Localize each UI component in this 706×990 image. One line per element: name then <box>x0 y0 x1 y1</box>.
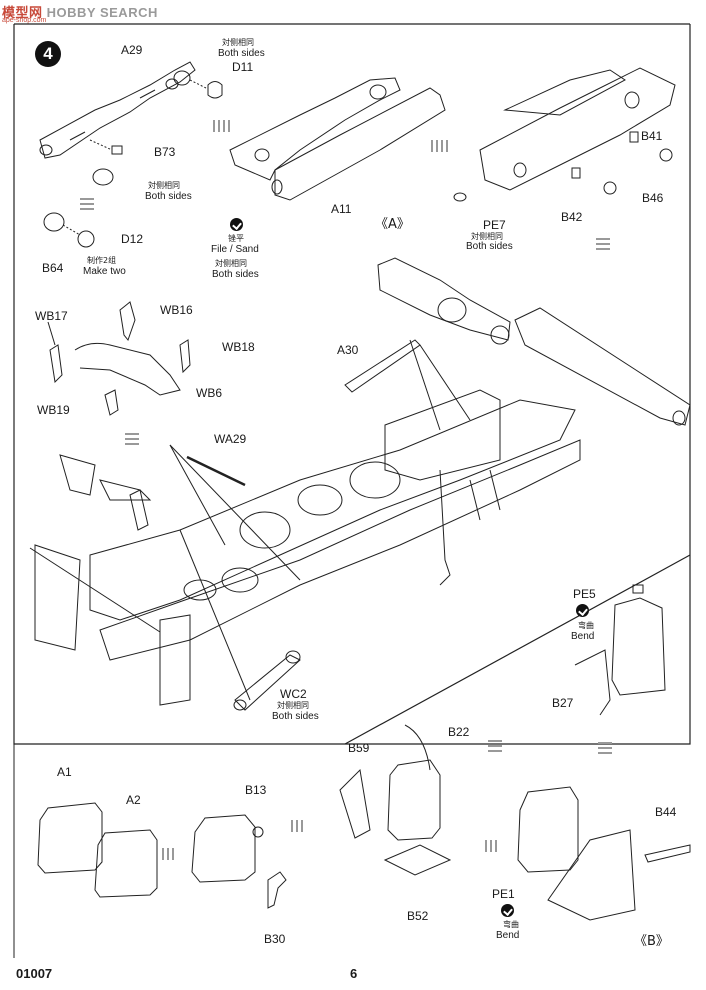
label-B22: B22 <box>448 725 470 739</box>
label-WB16: WB16 <box>160 303 193 317</box>
label-A29: A29 <box>121 43 143 57</box>
label-PE5: PE5 <box>573 587 596 601</box>
part-A29 <box>39 61 196 159</box>
part-A1-A2 <box>37 802 158 898</box>
part-A11 <box>229 77 446 201</box>
note-make-two-en: Make two <box>83 266 126 277</box>
note-both-sides-cn-a11: 対侧相同 <box>215 259 247 268</box>
part-B59-B22-B52 <box>339 724 452 876</box>
watermark-brand-en: HOBBY SEARCH <box>46 5 158 20</box>
note-both-sides-en-d11: Both sides <box>218 48 265 59</box>
note-make-two-cn: 制作2组 <box>87 256 117 265</box>
label-A11: A11 <box>331 202 352 216</box>
note-both-sides-en-pe7: Both sides <box>466 241 513 252</box>
note-bend-cn-pe1: 弯曲 <box>503 920 519 929</box>
part-D12 <box>77 230 95 248</box>
note-bend-en-pe5: Bend <box>571 631 595 642</box>
file-sand-icon <box>230 218 243 231</box>
label-WB19: WB19 <box>37 403 70 417</box>
note-both-sides-cn-d11: 対侧相同 <box>222 38 254 47</box>
part-B44 <box>517 786 691 921</box>
bend-icon-pe1 <box>501 904 514 917</box>
part-B73 <box>111 145 123 155</box>
label-PE7: PE7 <box>483 218 506 232</box>
label-D12: D12 <box>121 232 144 246</box>
label-B64: B64 <box>42 261 64 275</box>
part-B13-B30 <box>191 814 287 909</box>
label-B42: B42 <box>561 210 583 224</box>
label-B59: B59 <box>348 741 370 755</box>
label-B73: B73 <box>154 145 176 159</box>
part-chassis <box>29 389 581 711</box>
part-WB-assembly <box>47 301 191 416</box>
note-bend-cn-pe5: 弯曲 <box>578 621 594 630</box>
label-B13: B13 <box>245 783 267 797</box>
label-A2: A2 <box>126 793 141 807</box>
part-B64 <box>43 212 65 232</box>
label-D11: D11 <box>232 60 254 74</box>
note-both-sides-en-a11: Both sides <box>212 269 259 280</box>
note-both-sides-en-wc2: Both sides <box>272 711 319 722</box>
label-WB17: WB17 <box>35 309 68 323</box>
label-PE1: PE1 <box>492 887 515 901</box>
label-B52: B52 <box>407 909 429 923</box>
label-B46: B46 <box>642 191 664 205</box>
note-both-sides-cn-pe7: 対侧相同 <box>471 232 503 241</box>
note-bend-en-pe1: Bend <box>496 930 520 941</box>
label-A1: A1 <box>57 765 72 779</box>
label-WC2: WC2 <box>280 687 307 701</box>
part-WC2 <box>234 654 301 711</box>
label-WB18: WB18 <box>222 340 255 354</box>
watermark-brand-cn: 模型网 <box>2 5 43 20</box>
label-B44: B44 <box>655 805 677 819</box>
label-B30: B30 <box>264 932 286 946</box>
label-B41: B41 <box>641 129 663 143</box>
note-file-sand-en: File / Sand <box>211 244 259 255</box>
part-D11 <box>207 81 223 99</box>
footer-page-number: 6 <box>350 966 358 981</box>
label-B27: B27 <box>552 696 574 710</box>
label-WA29: WA29 <box>214 432 247 446</box>
callout-B: 《B》 <box>634 934 669 949</box>
part-fuel-tank-right <box>574 584 666 716</box>
part-front-axle <box>377 257 511 345</box>
label-WB6: WB6 <box>196 386 223 400</box>
footer-product-code: 01007 <box>16 966 53 981</box>
watermark-brand: 模型网 HOBBY SEARCH <box>2 2 158 21</box>
bend-icon-pe5 <box>576 604 589 617</box>
step-number-badge: 4 <box>35 41 61 67</box>
note-file-sand-cn: 锉平 <box>228 234 244 243</box>
note-both-sides-en-b73: Both sides <box>145 191 192 202</box>
note-both-sides-cn-b73: 対侧相同 <box>148 181 180 190</box>
note-both-sides-cn-wc2: 対侧相同 <box>277 701 309 710</box>
part-right-rail <box>453 67 676 202</box>
label-A30: A30 <box>337 343 359 357</box>
watermark-url: ape-shop.com <box>2 17 47 24</box>
callout-A: 《A》 <box>375 217 410 232</box>
part-bumper <box>514 307 691 426</box>
part-PE7 <box>453 192 467 202</box>
direction-arrows <box>80 120 612 860</box>
